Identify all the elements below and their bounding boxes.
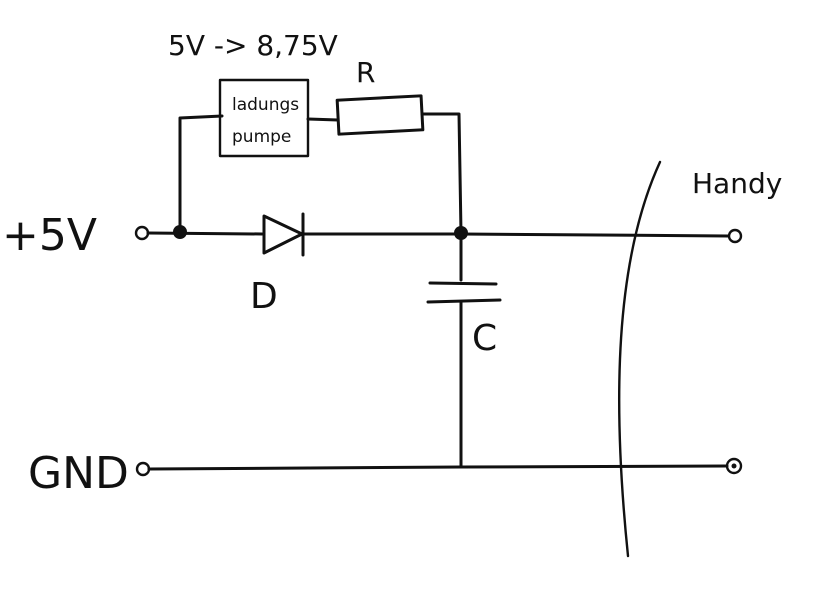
capacitor-plate-bottom <box>426 298 502 304</box>
label-pump-line2: pumpe <box>232 127 291 147</box>
terminal-plus5v <box>134 225 150 241</box>
wire-output-top <box>459 232 730 238</box>
label-resistor: R <box>356 56 375 89</box>
label-handy: Handy <box>692 167 782 200</box>
terminal-handy-bottom <box>725 457 743 475</box>
label-plus5v: +5V <box>2 210 97 261</box>
label-pump-line1: ladungs <box>232 95 299 115</box>
wire-pump-to-resistor <box>306 117 340 122</box>
terminal-handy-top <box>727 228 743 244</box>
handy-boundary-line <box>617 160 662 558</box>
wire-plus5v-to-diode <box>146 231 264 236</box>
label-capacitor: C <box>472 318 497 359</box>
terminal-handy-bottom-dot <box>731 463 737 469</box>
diode-symbol <box>262 212 305 257</box>
label-voltage: 5V -> 8,75V <box>168 29 338 62</box>
wire-resistor-to-node <box>420 112 463 235</box>
wire-to-pump <box>178 114 224 234</box>
wire-gnd <box>147 464 729 471</box>
capacitor-plate-top <box>428 281 498 286</box>
label-gnd: GND <box>28 448 129 499</box>
label-diode: D <box>250 276 278 317</box>
terminal-gnd <box>135 461 151 477</box>
resistor-symbol <box>335 94 425 136</box>
